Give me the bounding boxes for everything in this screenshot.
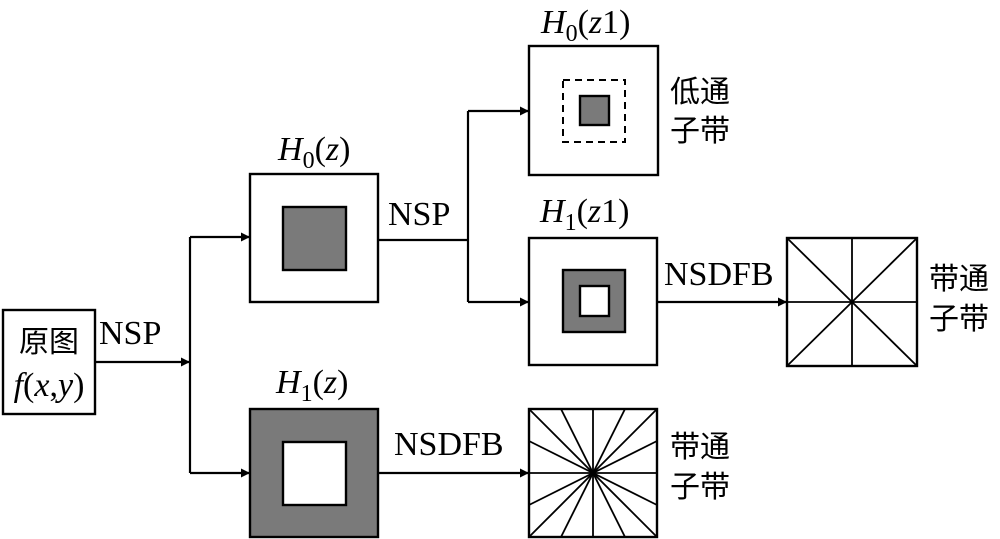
nsdfb-label-lower: NSDFB — [394, 426, 504, 463]
lowpass-label-line1: 低通 — [670, 75, 730, 110]
directional-subbands-16-box — [527, 407, 659, 539]
nsp-label-2: NSP — [388, 196, 450, 233]
bandpass-label-upper-line1: 带通 — [929, 262, 989, 297]
second-nsp-connector — [378, 106, 529, 307]
input-image-box: 原图 f(x,y) — [1, 308, 97, 416]
nsdfb-label-upper: NSDFB — [664, 256, 774, 293]
directional-subbands-8-box — [785, 236, 919, 368]
h1z1-filter-box — [527, 236, 659, 367]
input-image-function: f(x,y) — [14, 367, 85, 404]
input-image-label: 原图 — [19, 325, 79, 360]
nsp-label-1: NSP — [99, 315, 161, 352]
h1z-label: H1(z) — [275, 364, 348, 407]
bandpass-label-upper-line2: 子带 — [929, 302, 989, 337]
bandpass-label-lower-line2: 子带 — [670, 470, 730, 505]
h0z1-label: H0(z1) — [540, 4, 630, 47]
h0z1-filter-box — [527, 44, 660, 177]
h0z-label: H0(z) — [277, 131, 350, 174]
first-nsp-connector — [95, 232, 250, 478]
lowpass-label-line2: 子带 — [670, 114, 730, 149]
h1z1-label: H1(z1) — [539, 193, 629, 236]
bandpass-label-lower-line1: 带通 — [670, 430, 730, 465]
h1z-filter-box — [248, 407, 380, 539]
h0z-filter-box — [248, 172, 380, 304]
